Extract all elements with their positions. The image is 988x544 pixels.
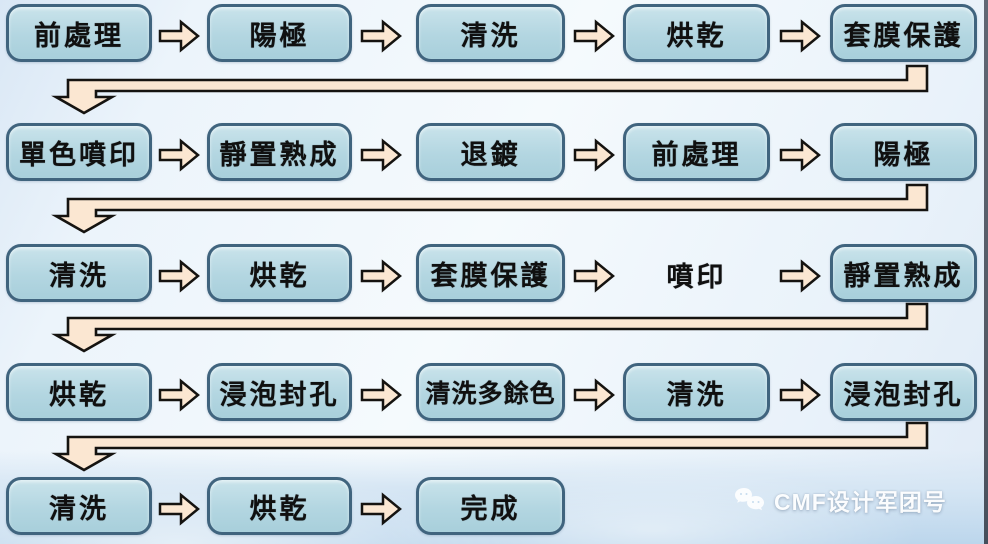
flow-step-box: 套膜保護	[416, 244, 565, 302]
wechat-bubbles-icon	[735, 488, 764, 511]
flow-step-box: 清洗	[6, 477, 152, 535]
flow-step-label: 陽極	[249, 20, 310, 52]
flow-step-label: 清洗	[49, 493, 109, 525]
flow-step-box: 烘乾	[207, 477, 352, 535]
right-arrow-icon	[779, 259, 821, 293]
right-arrow-icon	[573, 138, 615, 172]
right-arrow-icon	[360, 492, 402, 526]
flow-step-label: 完成	[460, 493, 521, 525]
flow-step-label: 套膜保護	[843, 20, 964, 52]
row-return-arrow-icon	[51, 421, 929, 472]
flow-step-label: 烘乾	[249, 260, 310, 292]
flow-step-label: 單色噴印	[19, 139, 139, 171]
flow-step-box: 烘乾	[207, 244, 352, 302]
right-arrow-icon	[158, 378, 200, 412]
flow-step-label: 浸泡封孔	[219, 379, 340, 411]
flow-step-box: 前處理	[623, 123, 770, 181]
flow-step-label: 浸泡封孔	[843, 379, 964, 411]
flow-step-label: 清洗	[460, 20, 521, 52]
flow-step-box: 浸泡封孔	[207, 363, 352, 421]
right-arrow-icon	[779, 19, 821, 53]
row-return-arrow-icon	[51, 183, 929, 234]
right-arrow-icon	[158, 259, 200, 293]
flow-step-box: 靜置熟成	[207, 123, 352, 181]
right-arrow-icon	[360, 138, 402, 172]
flow-step-box: 靜置熟成	[830, 244, 977, 302]
flow-step-label: 烘乾	[49, 379, 109, 411]
flow-step-box: 烘乾	[623, 4, 770, 62]
flow-step-box: 清洗	[416, 4, 565, 62]
flow-step-box: 單色噴印	[6, 123, 152, 181]
flow-step-box: 清洗	[623, 363, 770, 421]
right-arrow-icon	[779, 138, 821, 172]
flow-step-label: 陽極	[873, 139, 934, 171]
right-arrow-icon	[360, 19, 402, 53]
flow-step-box: 浸泡封孔	[830, 363, 977, 421]
flow-step-box: 清洗多餘色	[416, 363, 565, 421]
watermark-label: CMF设计军团号	[774, 489, 947, 515]
flow-step-label: 靜置熟成	[843, 260, 964, 292]
flow-step-label: 清洗	[666, 379, 727, 411]
flow-step-label: 噴印	[666, 261, 727, 293]
flow-step-label: 前處理	[34, 20, 124, 52]
row-return-arrow-icon	[51, 302, 929, 353]
flow-step-label: 退鍍	[460, 139, 521, 171]
flow-step-box: 陽極	[207, 4, 352, 62]
right-arrow-icon	[573, 378, 615, 412]
right-arrow-icon	[360, 378, 402, 412]
flow-step-box: 陽極	[830, 123, 977, 181]
flow-step-label: 清洗	[49, 260, 109, 292]
flow-step-box: 退鍍	[416, 123, 565, 181]
flow-step-box: 完成	[416, 477, 565, 535]
flow-step-box: 套膜保護	[830, 4, 977, 62]
flow-step-box: 前處理	[6, 4, 152, 62]
right-arrow-icon	[779, 378, 821, 412]
right-arrow-icon	[158, 492, 200, 526]
flow-step-label: 前處理	[651, 139, 742, 171]
flow-step-text: 噴印	[623, 242, 770, 306]
right-arrow-icon	[158, 138, 200, 172]
right-arrow-icon	[158, 19, 200, 53]
row-return-arrow-icon	[51, 64, 929, 115]
flow-step-label: 靜置熟成	[219, 139, 340, 171]
flow-step-label: 烘乾	[249, 493, 310, 525]
flow-step-label: 清洗多餘色	[425, 379, 556, 408]
right-arrow-icon	[573, 259, 615, 293]
flow-step-box: 清洗	[6, 244, 152, 302]
right-arrow-icon	[360, 259, 402, 293]
flow-step-label: 烘乾	[666, 20, 727, 52]
watermark: CMF设计军团号	[733, 483, 947, 517]
flow-step-box: 烘乾	[6, 363, 152, 421]
flow-step-label: 套膜保護	[430, 260, 551, 292]
right-arrow-icon	[573, 19, 615, 53]
right-edge-line	[984, 0, 988, 544]
